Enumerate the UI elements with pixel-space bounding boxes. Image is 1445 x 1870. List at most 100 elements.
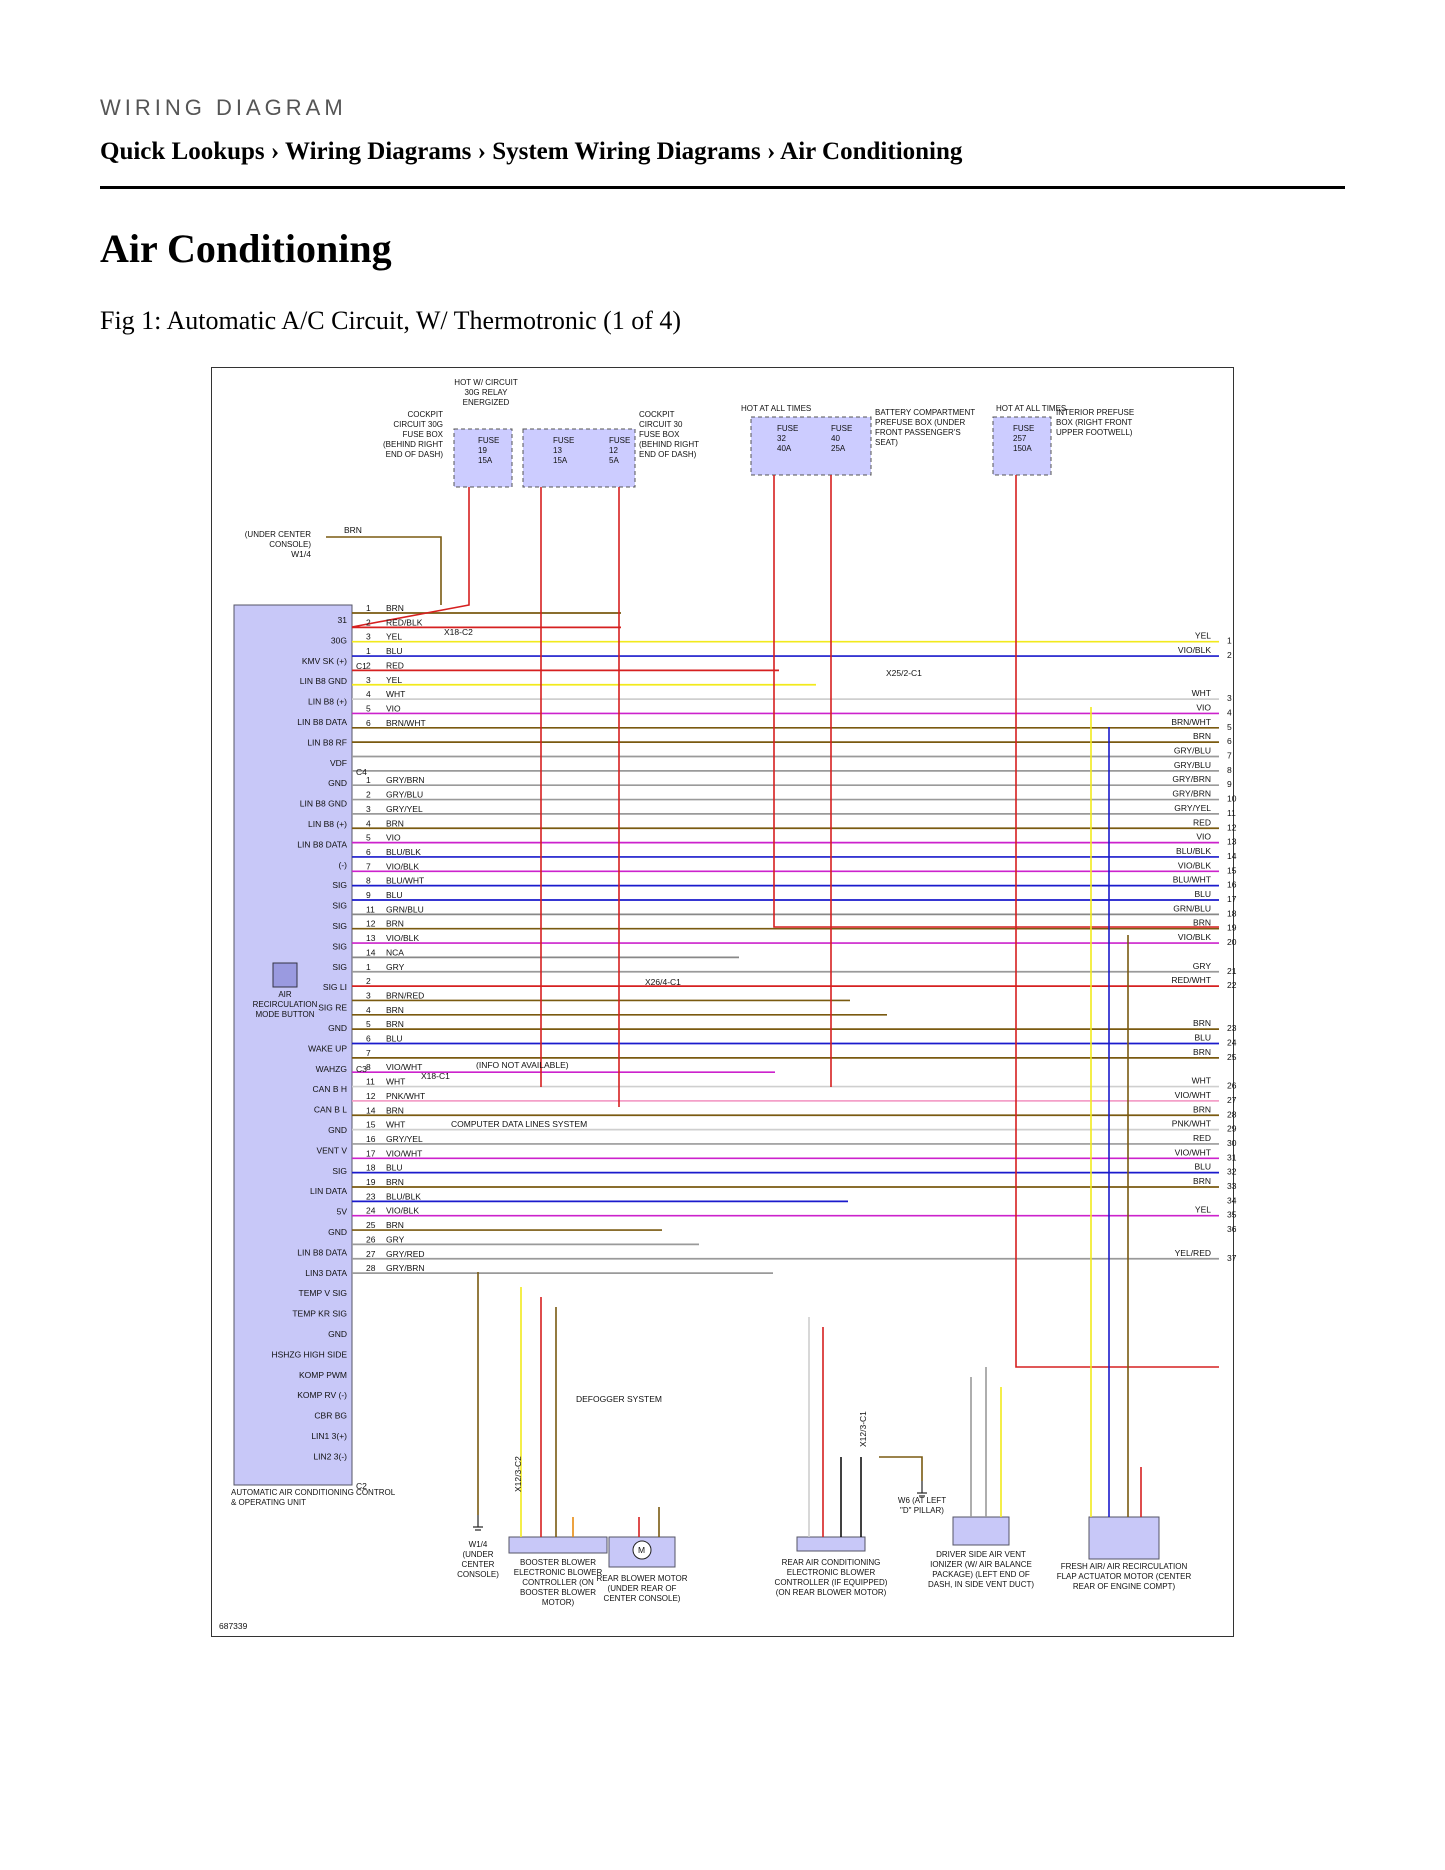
terminal-color-label: VIO xyxy=(1196,702,1211,712)
wire-color-label: VIO/WHT xyxy=(386,1062,422,1072)
connector-id: C3 xyxy=(356,1064,367,1074)
fuse-number: 257 xyxy=(1013,434,1027,443)
pin-number: 17 xyxy=(366,1148,376,1158)
terminal-color-label: BLU xyxy=(1194,1033,1211,1043)
wire-color-label: GRY/BRN xyxy=(386,1263,425,1273)
terminal-number: 22 xyxy=(1227,980,1237,990)
wire-color-label: BLU xyxy=(386,890,403,900)
fuse-name: FUSE xyxy=(553,436,574,445)
terminal-color-label: BRN xyxy=(1193,1018,1211,1028)
wire-color-label: PNK/WHT xyxy=(386,1091,425,1101)
control-unit-pin-label: LIN2 3(-) xyxy=(313,1451,347,1461)
pin-number: 8 xyxy=(366,876,371,886)
wire-color-label: GRY/RED xyxy=(386,1249,425,1259)
ground-wire xyxy=(326,536,442,605)
wire-color-label: VIO/WHT xyxy=(386,1148,422,1158)
terminal-number: 29 xyxy=(1227,1124,1237,1134)
control-unit-pin-label: TEMP V SIG xyxy=(299,1288,348,1298)
control-unit-pin-label: LIN B8 DATA xyxy=(297,839,347,849)
terminal-color-label: VIO xyxy=(1196,832,1211,842)
terminal-number: 11 xyxy=(1227,808,1236,818)
terminal-number: 14 xyxy=(1227,851,1237,861)
wire-color-label: VIO/BLK xyxy=(386,1206,419,1216)
control-unit-pin-label: SIG LI xyxy=(323,982,347,992)
terminal-number: 24 xyxy=(1227,1038,1237,1048)
fuse-number: 13 xyxy=(553,446,562,455)
connector-id: X12/3-C2 xyxy=(513,1456,523,1492)
pin-number: 3 xyxy=(366,990,371,1000)
terminal-color-label: YEL/RED xyxy=(1175,1248,1211,1258)
terminal-color-label: BRN xyxy=(1193,918,1211,928)
terminal-number: 8 xyxy=(1227,765,1232,775)
control-unit-pin-label: LIN B8 GND xyxy=(300,799,347,809)
control-unit-pin-label: SIG xyxy=(332,962,347,972)
rear-ac-blower-controller xyxy=(796,1536,866,1552)
control-unit-pin-label: SIG xyxy=(332,901,347,911)
wire-color-label: NCA xyxy=(386,947,404,957)
fuse-box-battery: FUSE 32 40A FUSE 40 25A xyxy=(750,416,872,476)
pin-number: 14 xyxy=(366,947,376,957)
pin-number: 14 xyxy=(366,1105,376,1115)
pin-number: 2 xyxy=(366,790,371,800)
wire-color-label: GRY/BRN xyxy=(386,775,425,785)
pin-number: 3 xyxy=(366,632,371,642)
control-unit-pin-label: SIG xyxy=(332,880,347,890)
control-unit-pin-label: LIN B8 (+) xyxy=(308,697,347,707)
terminal-color-label: VIO/BLK xyxy=(1178,932,1211,942)
wire-color-label: WHT xyxy=(386,689,405,699)
wire-color-label: BRN xyxy=(386,1019,404,1029)
connector-id: C1 xyxy=(356,661,367,671)
terminal-color-label: GRN/BLU xyxy=(1173,903,1211,913)
wiring-diagram: FUSE 19 15A FUSE 13 15A FUSE 12 5A FUSE … xyxy=(211,367,1237,1637)
pin-number: 1 xyxy=(366,775,371,785)
terminal-color-label: BRN xyxy=(1193,1104,1211,1114)
terminal-color-label: BLU xyxy=(1194,889,1211,899)
wire-color-label: VIO xyxy=(386,703,401,713)
flap-actuator-motor xyxy=(1088,1516,1160,1560)
pin-number: 8 xyxy=(366,1062,371,1072)
wire-layer xyxy=(326,475,1219,1537)
wire-color-label: VIO/BLK xyxy=(386,933,419,943)
connector-id: X26/4-C1 xyxy=(645,977,681,987)
terminal-number: 9 xyxy=(1227,779,1232,789)
terminal-number: 19 xyxy=(1227,923,1237,933)
ground-wire-color: BRN xyxy=(344,525,362,535)
control-unit-pin-label: CBR BG xyxy=(314,1411,347,1421)
breadcrumb[interactable]: Quick Lookups › Wiring Diagrams › System… xyxy=(100,138,963,165)
header-divider xyxy=(100,186,1345,189)
terminal-number: 1 xyxy=(1227,636,1232,646)
terminal-number: 7 xyxy=(1227,751,1232,761)
terminal-color-label: BRN xyxy=(1193,1176,1211,1186)
terminal-number: 3 xyxy=(1227,693,1232,703)
terminal-color-label: BLU/BLK xyxy=(1176,846,1211,856)
control-unit-pin-label: SIG xyxy=(332,1166,347,1176)
hot-at-all-times-label: HOT AT ALL TIMES xyxy=(741,404,811,413)
terminal-color-label: GRY/BLU xyxy=(1174,760,1211,770)
terminal-color-label: GRY/BRN xyxy=(1172,789,1211,799)
terminal-number: 2 xyxy=(1227,650,1232,660)
terminal-number: 28 xyxy=(1227,1109,1237,1119)
terminal-color-label: GRY/YEL xyxy=(1174,803,1211,813)
pin-number: 4 xyxy=(366,818,371,828)
connector-id: X25/2-C1 xyxy=(886,668,922,678)
fuse-number: 12 xyxy=(609,446,618,455)
terminal-number: 6 xyxy=(1227,736,1232,746)
terminal-number: 23 xyxy=(1227,1023,1237,1033)
pin-number: 1 xyxy=(366,962,371,972)
wire-color-label: GRY/YEL xyxy=(386,804,423,814)
wire-color-label: GRN/BLU xyxy=(386,904,424,914)
control-unit-pin-label: LIN B8 DATA xyxy=(297,717,347,727)
terminal-color-label: VIO/WHT xyxy=(1175,1147,1211,1157)
control-unit-pin-label: SIG xyxy=(332,941,347,951)
pin-number: 2 xyxy=(366,660,371,670)
fuse-number: 19 xyxy=(478,446,487,455)
info-not-available-note: (INFO NOT AVAILABLE) xyxy=(476,1060,569,1070)
pin-number: 25 xyxy=(366,1220,376,1230)
pin-number: 7 xyxy=(366,1048,371,1058)
fuse-rating: 15A xyxy=(553,456,568,465)
